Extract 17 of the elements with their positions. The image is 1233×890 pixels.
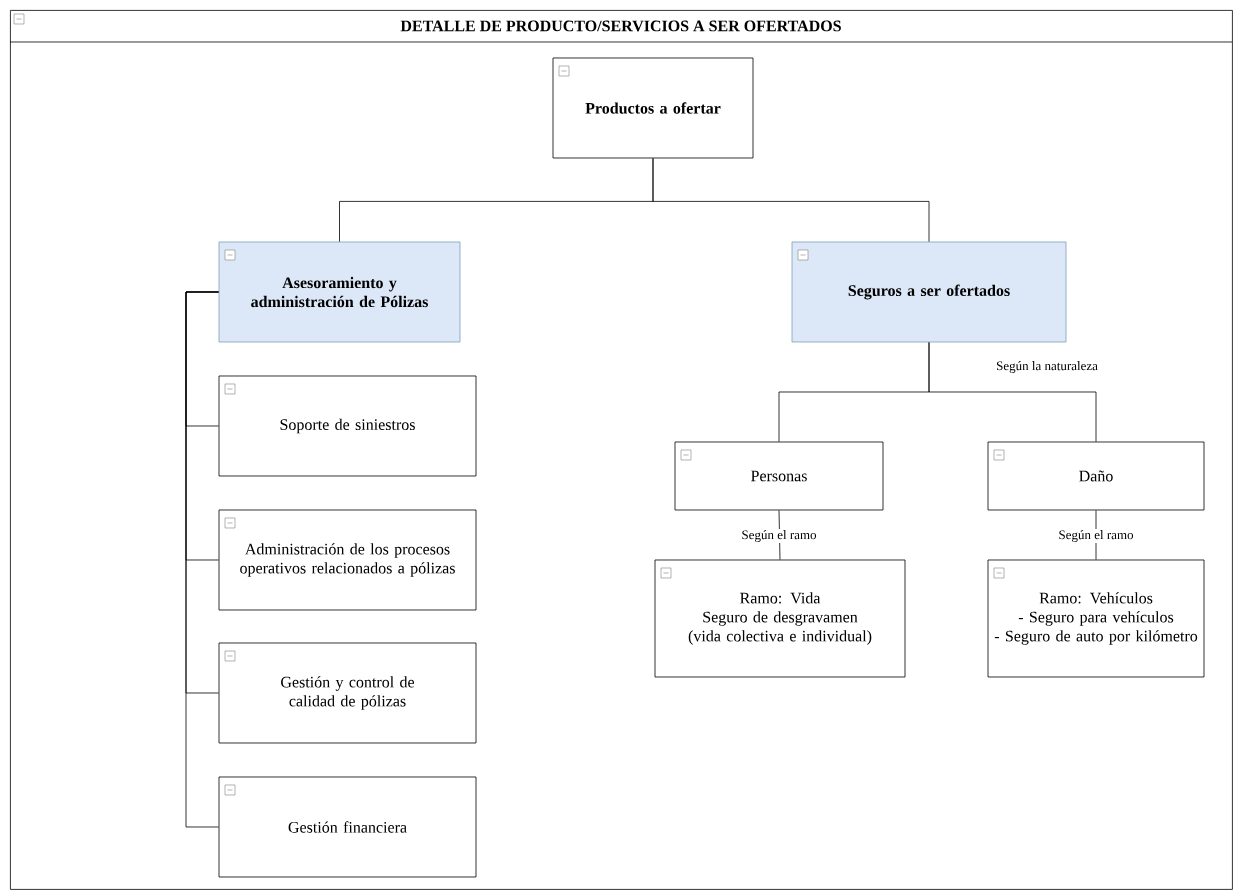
item-box: Ramo: Vida Seguro de desgravamen (vida colectiva e individual) xyxy=(654,559,906,678)
item-box: Soporte de siniestros xyxy=(218,375,477,477)
item-box: Productos a ofertar xyxy=(552,57,754,159)
category-box: Seguros a ser ofertados xyxy=(791,241,1067,343)
connector xyxy=(652,158,930,242)
item-box: Gestión financiera xyxy=(218,776,477,878)
connector xyxy=(185,291,219,828)
item-box: Daño xyxy=(987,441,1205,511)
connector xyxy=(928,342,1097,442)
item-box: Gestión y control de calidad de pólizas xyxy=(218,642,477,744)
category-box: Asesoramiento y administración de Pólizas xyxy=(218,241,461,343)
item-box: Administración de los procesos operativos relacionados a pólizas xyxy=(218,509,477,611)
item-box: Ramo: Vehículos - Seguro para vehículos - Seguro de auto por kilómetro xyxy=(987,559,1205,678)
edge-label: Según la naturaleza xyxy=(995,360,1099,374)
edge-label: Según el ramo xyxy=(740,529,818,543)
edge-label: Según el ramo xyxy=(1057,529,1135,543)
item-box: Personas xyxy=(674,441,884,511)
